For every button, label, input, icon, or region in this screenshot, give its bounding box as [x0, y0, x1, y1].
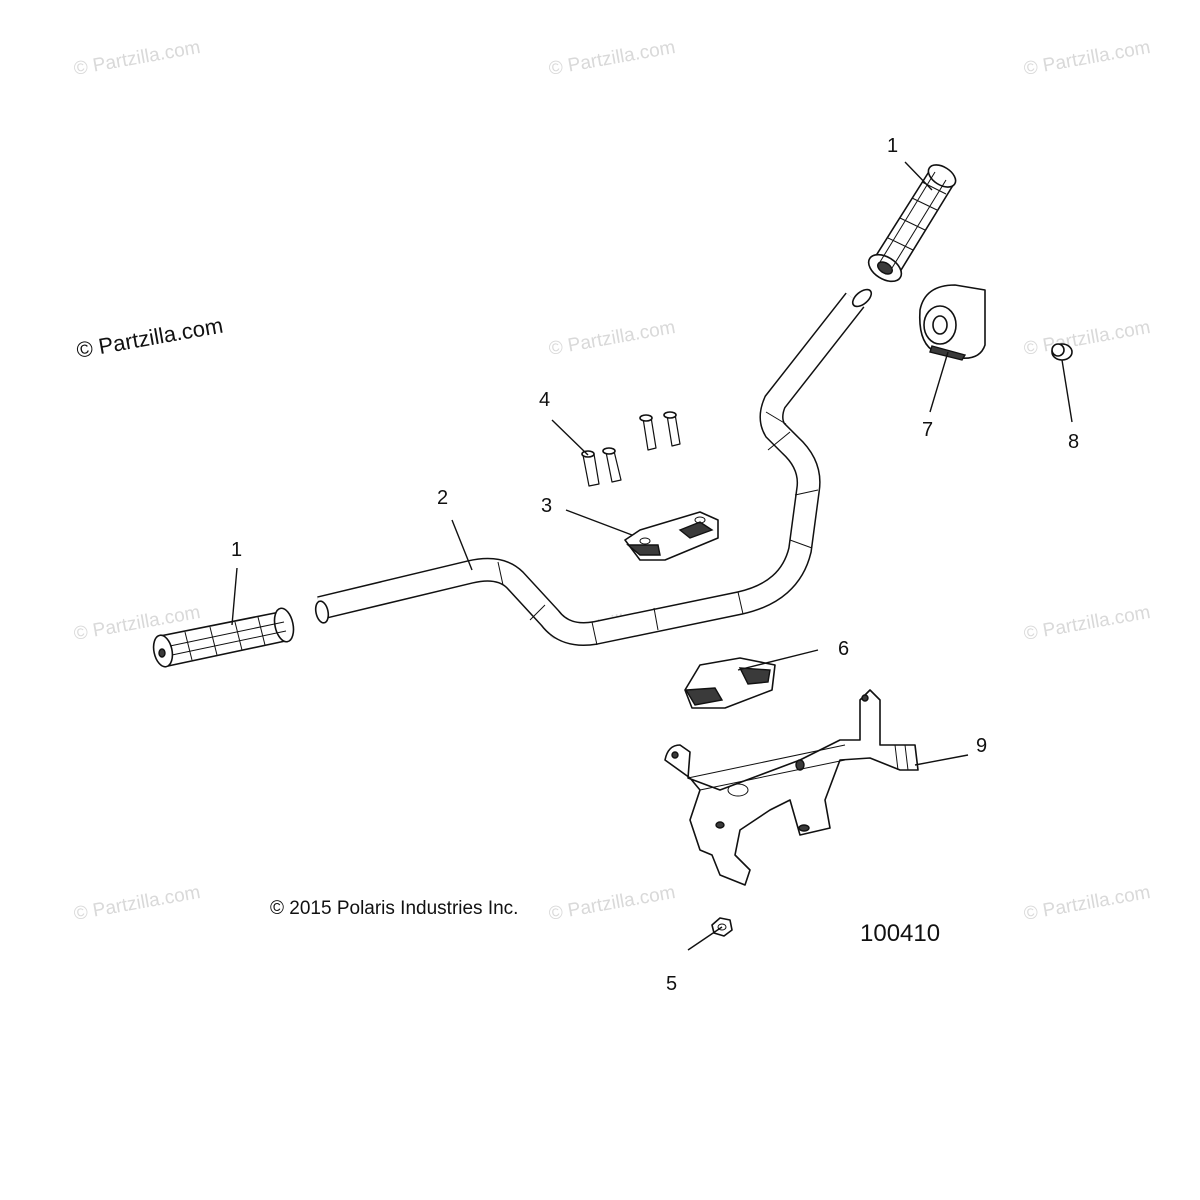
- callout-grip-right: 1: [887, 135, 898, 157]
- watermark: © Partzilla.com: [547, 37, 677, 80]
- watermark: © Partzilla.com: [72, 882, 202, 925]
- callout-plug: 8: [1068, 431, 1079, 453]
- callout-clamp-bottom: 6: [838, 638, 849, 660]
- mount-bracket: [664, 689, 919, 886]
- clamp-bottom: [684, 657, 776, 709]
- callouts: 1 1 2 3 4 5 6 7 8 9: [231, 135, 1079, 995]
- handlebar: [314, 288, 873, 646]
- switch-block: [918, 284, 986, 361]
- callout-bolts: 4: [539, 389, 550, 411]
- watermark: © Partzilla.com: [1022, 602, 1152, 645]
- logo-credit: © Partzilla.com: [75, 313, 225, 363]
- copyright: © 2015 Polaris Industries Inc.: [270, 898, 518, 919]
- grip-right: [867, 164, 957, 283]
- watermark: © Partzilla.com: [72, 37, 202, 80]
- diagram-code: 100410: [860, 920, 940, 947]
- watermark: © Partzilla.com: [1022, 37, 1152, 80]
- watermark: © Partzilla.com: [1022, 317, 1152, 360]
- callout-handlebar: 2: [437, 487, 448, 509]
- watermark: © Partzilla.com: [547, 882, 677, 925]
- callout-grip-left: 1: [231, 539, 242, 561]
- callout-bracket: 9: [976, 735, 987, 757]
- watermark: © Partzilla.com: [547, 317, 677, 360]
- plug: [1051, 343, 1073, 361]
- grip-left: [152, 607, 295, 668]
- leader-lines: [231, 161, 1073, 951]
- clamp-top: [624, 511, 719, 561]
- callout-switch-block: 7: [922, 419, 933, 441]
- callout-nut: 5: [666, 973, 677, 995]
- bolts: [581, 411, 681, 487]
- callout-clamp-top: 3: [541, 495, 552, 517]
- watermark: © Partzilla.com: [1022, 882, 1152, 925]
